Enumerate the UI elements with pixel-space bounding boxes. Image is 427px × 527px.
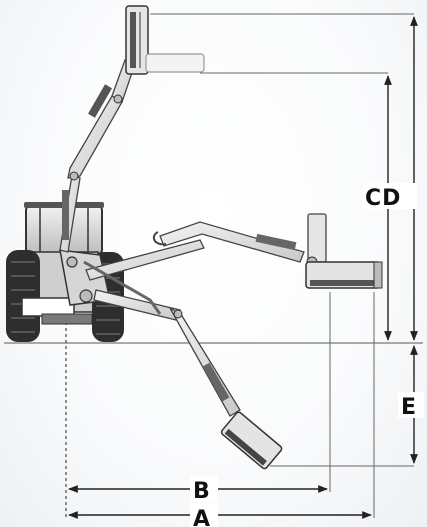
label-bg-a [190,503,218,527]
tractor-wheel-left [6,250,40,342]
boom-arm-horizontal [85,213,383,289]
boom-arm-raised [59,5,205,253]
dimension-label-e: E [401,395,417,420]
label-bg-e [398,392,424,418]
boom-arm-lowered [83,260,283,470]
dimension-label-a: A [193,507,211,527]
dimension-label-b: B [193,479,211,504]
label-bg-b [190,476,218,502]
dimension-guides [65,13,414,518]
label-bg-cd [363,183,417,209]
dimension-label-cd: CD [365,186,401,211]
